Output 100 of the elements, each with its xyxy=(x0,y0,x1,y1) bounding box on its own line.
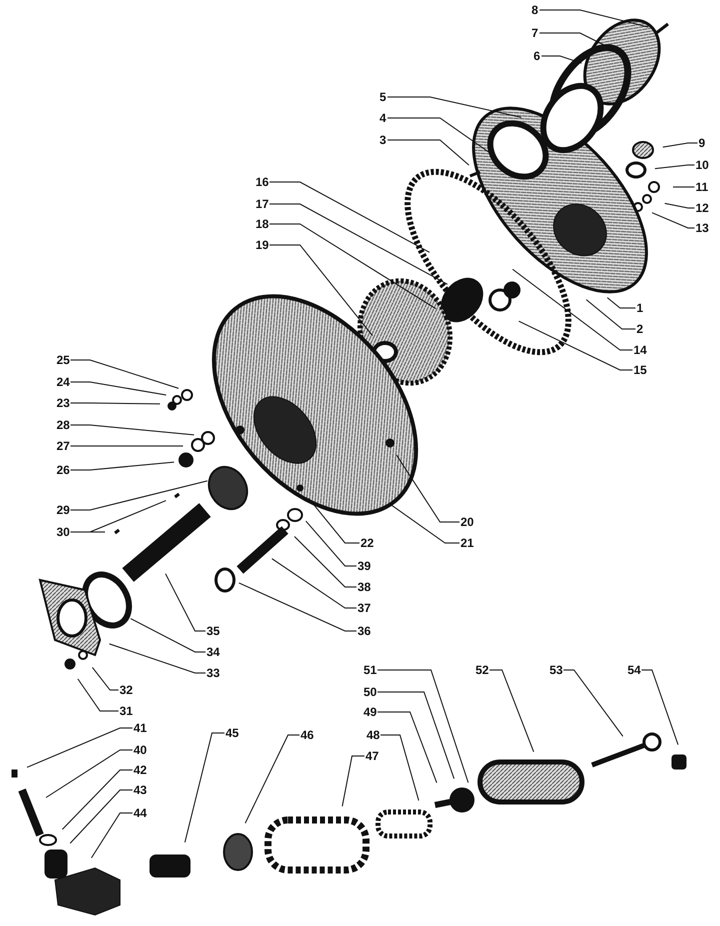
leader-line xyxy=(380,734,420,801)
callout-number: 8 xyxy=(530,3,540,17)
callout-number: 51 xyxy=(362,663,378,677)
callout-number: 14 xyxy=(632,343,648,357)
leader-line xyxy=(396,454,460,522)
callout-number: 31 xyxy=(118,704,134,718)
leader-line xyxy=(62,770,133,830)
callout-number: 15 xyxy=(632,363,648,377)
callout-number: 27 xyxy=(56,439,71,453)
leader-line xyxy=(563,670,624,737)
callout-number: 3 xyxy=(378,133,388,147)
callout-number: 28 xyxy=(56,418,71,432)
leader-line xyxy=(70,382,167,396)
callout-number: 32 xyxy=(118,683,134,697)
callout-number: 7 xyxy=(530,26,540,40)
callout-number: 22 xyxy=(360,536,375,550)
leader-line xyxy=(130,618,206,652)
callout-number: 38 xyxy=(356,580,372,594)
callout-number: 6 xyxy=(532,49,542,63)
leader-line xyxy=(489,670,534,752)
leader-line xyxy=(294,536,357,588)
leader-line xyxy=(652,212,695,228)
leader-line xyxy=(70,480,208,510)
callout-number: 49 xyxy=(362,705,378,719)
callout-number: 12 xyxy=(694,201,710,215)
callout-number: 53 xyxy=(548,663,564,677)
callout-number: 1 xyxy=(636,301,644,315)
leader-line xyxy=(308,498,360,544)
callout-number: 24 xyxy=(56,375,71,389)
leader-line xyxy=(672,186,695,188)
callout-number: 30 xyxy=(56,525,71,539)
callout-number: 47 xyxy=(364,749,380,763)
leader-line xyxy=(342,756,365,807)
callout-number: 40 xyxy=(132,743,148,757)
callout-number: 13 xyxy=(694,221,710,235)
leader-line xyxy=(654,164,695,170)
leader-line xyxy=(641,670,679,746)
leader-line xyxy=(389,503,460,544)
callout-number: 44 xyxy=(132,806,148,820)
leader-line xyxy=(518,320,633,370)
leader-line xyxy=(269,182,430,253)
callout-number: 45 xyxy=(224,726,240,740)
callout-number: 43 xyxy=(132,783,148,797)
callout-number: 23 xyxy=(56,396,71,410)
callout-number: 33 xyxy=(206,666,221,680)
leader-line xyxy=(70,790,133,844)
leader-line xyxy=(244,734,300,824)
leader-line xyxy=(77,678,119,712)
callout-number: 18 xyxy=(254,217,270,231)
callout-number: 17 xyxy=(254,197,270,211)
leader-line xyxy=(92,666,119,690)
leader-line xyxy=(512,268,633,350)
callout-number: 35 xyxy=(206,624,221,638)
leader-line xyxy=(387,96,522,118)
callout-number: 21 xyxy=(460,536,475,550)
leader-line xyxy=(238,582,357,632)
leader-line xyxy=(90,812,133,858)
leader-line xyxy=(586,299,636,330)
callout-number: 10 xyxy=(694,158,710,172)
leader-line xyxy=(46,750,133,798)
callout-number: 46 xyxy=(300,728,315,742)
leader-line xyxy=(387,140,470,166)
callout-number: 5 xyxy=(378,90,388,104)
callout-number: 19 xyxy=(254,238,270,252)
callout-number: 42 xyxy=(132,763,148,777)
leader-line xyxy=(70,462,175,470)
leader-line xyxy=(387,118,491,154)
callout-number: 20 xyxy=(460,515,475,529)
callout-number: 29 xyxy=(56,503,71,517)
leader-line xyxy=(165,573,206,632)
callout-number: 50 xyxy=(362,685,378,699)
leader-line xyxy=(662,142,698,148)
callout-number: 25 xyxy=(56,353,71,367)
callout-number: 26 xyxy=(56,463,71,477)
callout-number: 39 xyxy=(356,559,372,573)
callout-number: 9 xyxy=(698,136,706,150)
leader-line xyxy=(377,692,455,780)
leader-line xyxy=(305,520,357,566)
callout-number: 54 xyxy=(626,663,642,677)
leader-line xyxy=(377,712,438,784)
callout-number: 11 xyxy=(694,180,710,194)
leader-line xyxy=(269,224,436,310)
leader-line xyxy=(269,244,373,336)
callout-number: 41 xyxy=(132,721,148,735)
leader-line xyxy=(541,56,582,64)
callout-number: 16 xyxy=(254,175,270,189)
callout-number: 34 xyxy=(206,645,221,659)
leader-line xyxy=(70,360,180,389)
leader-line xyxy=(664,202,695,208)
callout-number: 52 xyxy=(474,663,490,677)
callout-number: 36 xyxy=(356,624,372,638)
leader-line xyxy=(70,402,160,404)
leader-line xyxy=(539,10,649,28)
leader-line xyxy=(26,728,133,768)
leader-line xyxy=(606,297,636,308)
leader-line xyxy=(271,558,357,608)
callout-number: 4 xyxy=(378,111,388,125)
leader-line xyxy=(377,670,469,784)
callout-number: 37 xyxy=(356,601,372,615)
leader-line xyxy=(70,424,195,436)
